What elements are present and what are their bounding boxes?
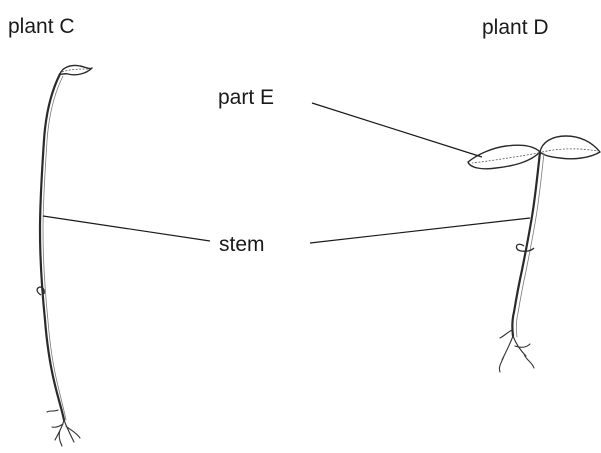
- plant-c-tip: [60, 65, 92, 74]
- part-e-leader: [312, 103, 482, 157]
- plant-d-drawing: [468, 136, 600, 372]
- plant-c-stem: [40, 74, 64, 420]
- stem-leader-right: [310, 218, 530, 243]
- plant-c-drawing: [37, 65, 92, 446]
- plant-d-stem: [512, 152, 540, 336]
- plant-d-right-leaf: [540, 136, 600, 159]
- plant-c-stem-inner: [43, 76, 66, 420]
- plant-d-left-leaf: [468, 145, 540, 169]
- stem-leader-left: [43, 216, 210, 241]
